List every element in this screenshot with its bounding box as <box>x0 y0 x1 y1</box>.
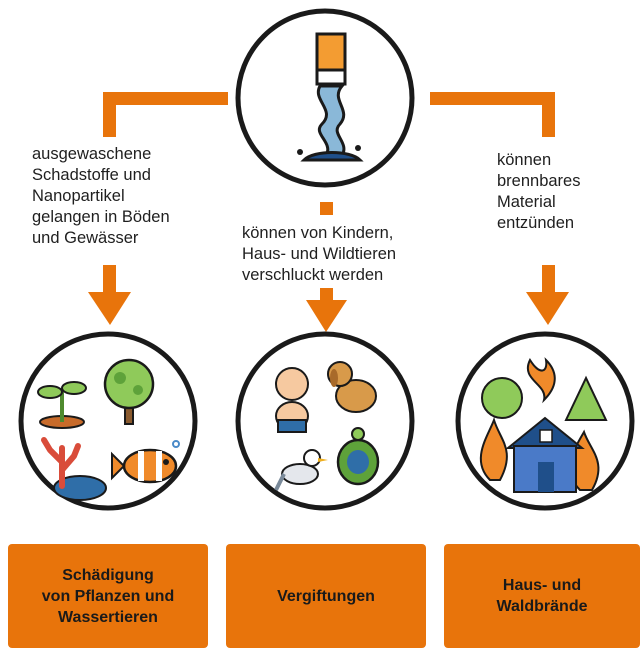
left-connector-vertical-top <box>103 92 116 137</box>
house-on-fire-icon <box>505 416 585 493</box>
middle-connector-vertical <box>320 288 333 302</box>
fire-node <box>455 331 635 511</box>
right-branch-label: können brennbares Material entzünden <box>497 151 581 232</box>
right-arrowhead <box>526 292 569 325</box>
result-box-middle: Vergiftungen <box>226 544 426 648</box>
coral-icon <box>41 437 107 501</box>
dog-icon <box>327 361 377 413</box>
left-branch-label: ausgewaschene Schadstoffe und Nanopartik… <box>32 145 170 247</box>
left-connector-vertical-bottom <box>103 265 116 295</box>
result-box-left: Schädigung von Pflanzen und Wassertieren <box>8 544 208 648</box>
animals-node <box>235 331 415 511</box>
turtle-icon <box>336 427 380 486</box>
middle-connector-stub <box>320 202 333 215</box>
nature-node <box>18 331 198 511</box>
left-connector-horizontal <box>103 92 228 105</box>
plant-sprout-icon <box>37 381 87 429</box>
baby-icon <box>275 367 309 433</box>
seagull-icon <box>274 449 328 491</box>
connectors <box>88 92 569 332</box>
right-connector-vertical-bottom <box>542 265 555 295</box>
top-node <box>235 8 415 188</box>
right-connector-vertical-top <box>542 92 555 137</box>
animals-circle <box>235 331 415 511</box>
tree-icon <box>103 358 155 425</box>
right-connector-horizontal <box>430 92 555 105</box>
forest-fire-icon <box>479 357 608 491</box>
middle-arrowhead <box>306 300 347 332</box>
clownfish-icon <box>111 440 180 484</box>
result-box-right: Haus- und Waldbrände <box>444 544 640 648</box>
left-arrowhead <box>88 292 131 325</box>
middle-branch-label: können von Kindern, Haus- und Wildtieren… <box>242 224 397 284</box>
burning-cigarette-icon <box>297 32 364 162</box>
